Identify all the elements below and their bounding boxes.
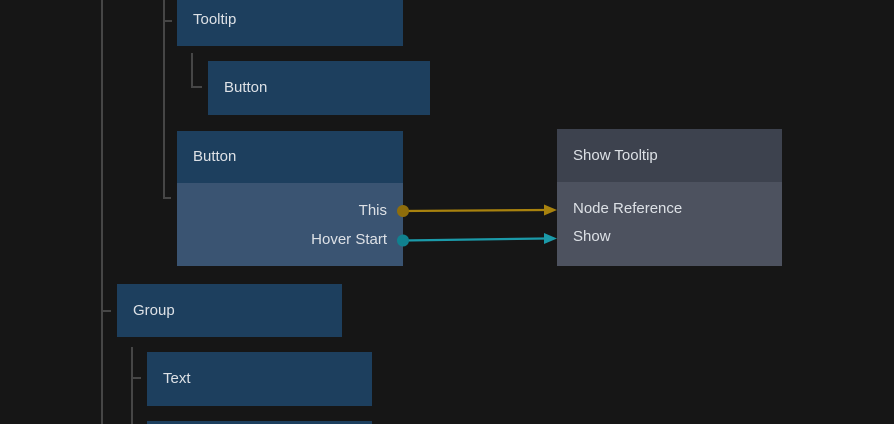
- tree-node-button-main-label: Button: [193, 148, 237, 165]
- action-node-show-tooltip[interactable]: Show Tooltip Node Reference Show: [557, 129, 782, 266]
- input-port-row-show: Show: [573, 228, 611, 245]
- tree-guide-vertical-group-child: [131, 347, 133, 424]
- tree-node-button-main-port-area: This Hover Start: [177, 183, 403, 266]
- input-port-row-node-reference: Node Reference: [573, 200, 683, 217]
- tree-node-group-label: Group: [133, 302, 175, 319]
- output-port-dot-hover-start[interactable]: [397, 234, 409, 247]
- tree-node-button-main-header[interactable]: Button: [177, 131, 403, 183]
- tree-node-group[interactable]: Group: [117, 284, 342, 337]
- tree-guide-tick-group: [101, 310, 111, 312]
- tree-guide-tick-tooltip: [163, 20, 172, 22]
- tree-node-button-child[interactable]: Button: [208, 61, 430, 115]
- action-node-title: Show Tooltip: [573, 147, 658, 164]
- tree-node-button-main[interactable]: Button This Hover Start: [177, 131, 403, 266]
- tree-guide-vertical-root: [101, 0, 103, 424]
- tree-guide-tick-button-main: [163, 197, 171, 199]
- tree-node-text-label: Text: [163, 370, 191, 387]
- wire-arrowhead-show: [544, 233, 557, 244]
- tree-node-button-child-label: Button: [224, 79, 268, 96]
- tree-node-tooltip[interactable]: Tooltip: [177, 0, 403, 46]
- output-port-row-this: This: [358, 202, 387, 219]
- wire-arrowhead-node-reference: [544, 204, 557, 216]
- output-port-dot-this[interactable]: [397, 205, 409, 217]
- output-port-row-hover-start: Hover Start: [311, 231, 387, 248]
- tree-guide-tick-button-child: [191, 86, 202, 88]
- action-node-header[interactable]: Show Tooltip: [557, 129, 782, 182]
- tree-node-text[interactable]: Text: [147, 352, 372, 406]
- tree-guide-vertical-level1: [163, 0, 165, 199]
- wire-hover-start-to-show[interactable]: [402, 237, 546, 242]
- tree-node-partial-bottom[interactable]: [147, 421, 372, 424]
- action-node-input-area: Node Reference Show: [557, 182, 782, 266]
- tree-guide-tick-text: [131, 377, 141, 379]
- tree-node-tooltip-label: Tooltip: [193, 11, 237, 28]
- tree-guide-vertical-tooltip-child: [191, 53, 193, 88]
- wire-this-to-node-reference[interactable]: [402, 208, 546, 213]
